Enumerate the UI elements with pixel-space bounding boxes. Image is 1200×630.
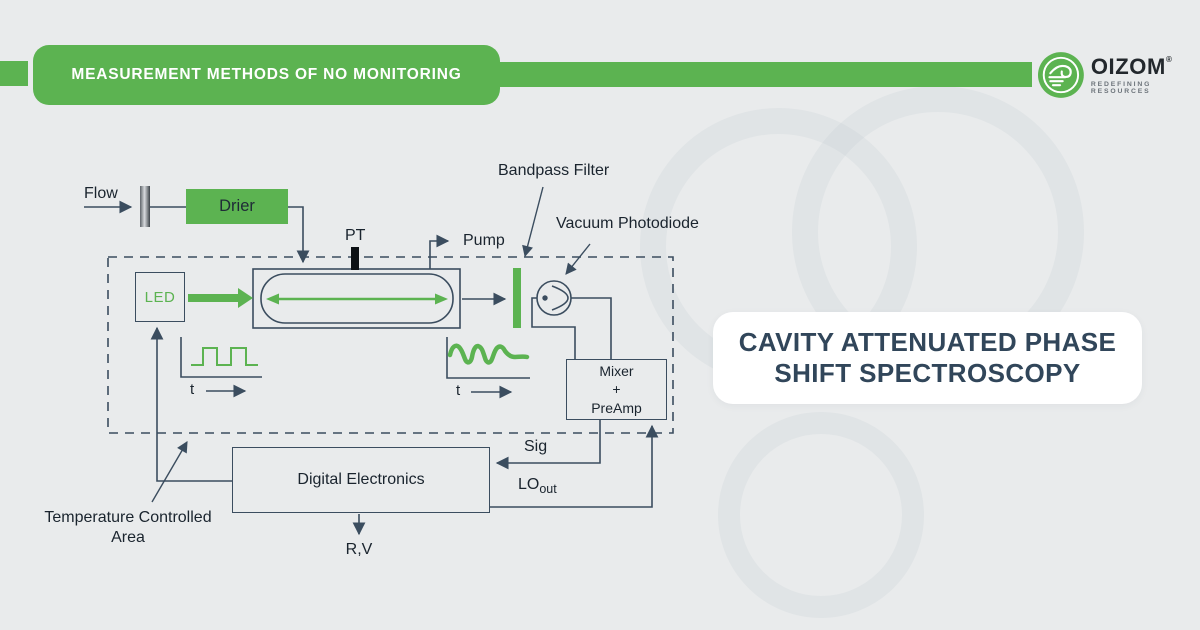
optical-cavity [252,268,461,329]
oizom-logo-icon [1038,52,1084,98]
mixer-label-line3: PreAmp [591,399,642,416]
inlet-filter-bar [140,186,150,227]
mixer-preamp-box: Mixer + PreAmp [566,359,667,420]
temp-area-label-line2: Area [111,529,145,546]
header-stripe-right [497,62,1032,87]
lo-label-sub: out [539,482,557,496]
lo-out-line [490,424,659,508]
rv-label: R,V [345,541,373,558]
header-banner: MEASUREMENT METHODS OF NO MONITORING [33,45,500,105]
method-title-card: CAVITY ATTENUATED PHASE SHIFT SPECTROSCO… [713,312,1142,404]
pt-sensor-bar [351,247,359,270]
sig-label: Sig [524,438,548,455]
bandpass-filter-bar [513,268,521,328]
header-stripe-left [0,61,28,86]
cavity-beam-double-arrow [266,293,448,305]
method-title-line2: SHIFT SPECTROSCOPY [774,358,1081,388]
mixer-label-line2: + [612,381,621,398]
pump-label: Pump [463,232,505,249]
digital-electronics-label: Digital Electronics [297,471,425,488]
led-feedback-line [150,326,232,482]
oizom-logo-tagline: REDEFINING RESOURCES [1090,80,1152,95]
temperature-controlled-boundary [107,256,674,434]
drier-label: Drier [219,197,255,215]
led-beam-arrow [188,288,253,308]
header-banner-title: MEASUREMENT METHODS OF NO MONITORING [71,66,462,83]
led-box: LED [135,272,185,322]
photodiode-label-pointer [565,243,591,275]
temp-area-label-line1: Temperature Controlled [44,509,212,526]
output-wave-plot [446,337,530,399]
bandpass-filter-label: Bandpass Filter [498,162,610,179]
sig-line [495,420,601,470]
bandpass-label-pointer [522,186,544,258]
led-label: LED [144,288,176,306]
drier-to-cavity-line [288,206,310,264]
lo-label-main: LO [518,476,540,493]
oizom-logo-name: OIZOM® [1090,53,1200,79]
logo-wordmark: OIZOM [1090,53,1166,79]
vacuum-photodiode-symbol [531,280,612,359]
digital-electronics-box: Digital Electronics [232,447,490,513]
t-axis-label-left: t [190,381,195,398]
mixer-label-line1: Mixer [599,363,634,380]
lo-out-label: LOout [518,476,557,496]
pump-line [429,234,450,269]
temp-area-label-pointer [151,441,188,503]
drier-box: Drier [186,189,288,224]
temperature-controlled-area-label: Temperature Controlled Area [18,508,238,548]
pt-label: PT [345,227,366,244]
oizom-logo-text: OIZOM® REDEFINING RESOURCES [1090,53,1200,95]
method-title-line1: CAVITY ATTENUATED PHASE [738,326,1117,357]
vacuum-photodiode-label: Vacuum Photodiode [556,215,699,232]
registered-mark: ® [1165,54,1173,64]
oizom-logo: OIZOM® REDEFINING RESOURCES [1038,49,1200,101]
t-axis-label-right: t [456,382,461,399]
square-wave-plot [180,337,262,398]
flow-label: Flow [84,185,118,202]
